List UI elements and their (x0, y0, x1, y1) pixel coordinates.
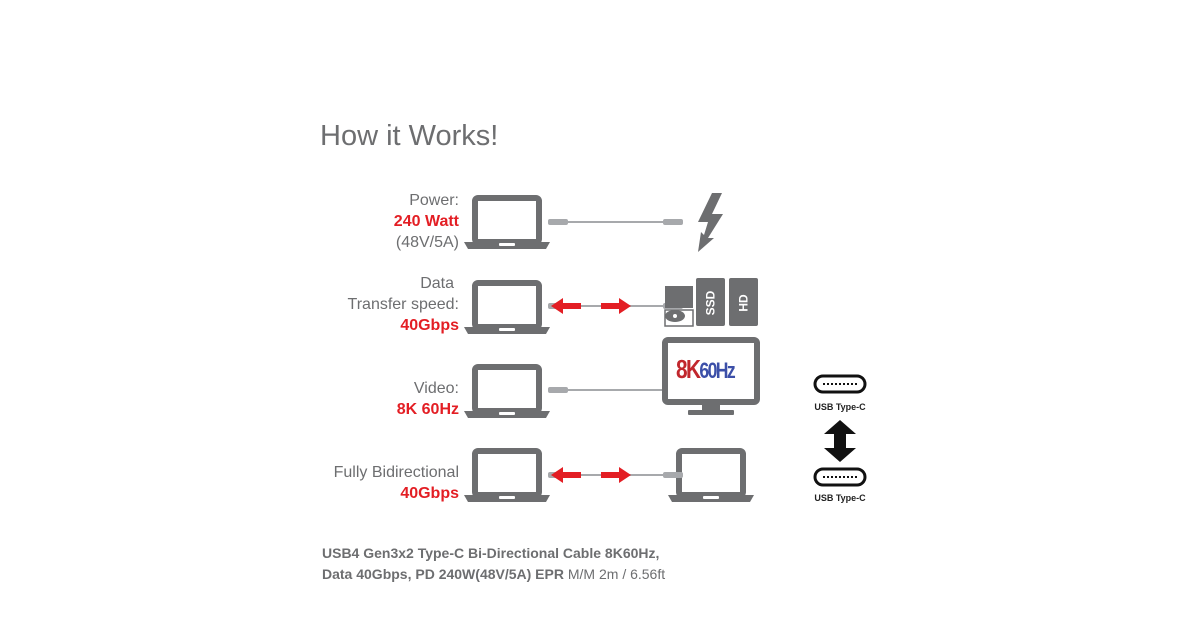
label-text: Data (420, 275, 454, 292)
laptop-icon (464, 283, 550, 334)
optical-drive-icon (664, 286, 694, 327)
usb-c-port-icon (813, 467, 867, 487)
video-label: Video: 8K 60Hz (397, 378, 459, 420)
ssd-icon (696, 278, 725, 326)
label-highlight: 40Gbps (400, 317, 459, 334)
60hz-text: 60Hz (699, 358, 735, 383)
label-text: Fully Bidirectional (333, 464, 459, 481)
usb-type-c-label-top: USB Type-C (814, 402, 866, 412)
lightning-icon (698, 193, 723, 252)
laptop-icon (464, 367, 550, 418)
description-thin: M/M 2m / 6.56ft (563, 566, 666, 582)
label-highlight: 40Gbps (400, 485, 459, 502)
bidirectional-label: Fully Bidirectional 40Gbps (334, 462, 459, 504)
power-label: Power: 240 Watt (48V/5A) (394, 190, 459, 253)
hd-label: HD (736, 294, 751, 312)
8k-text: 8K (676, 354, 701, 384)
monitor-resolution-text: 8K60Hz (676, 354, 736, 385)
monitor-icon (662, 337, 760, 415)
laptop-icon (464, 451, 550, 502)
label-highlight: 8K 60Hz (396, 401, 459, 418)
label-text: (48V/5A) (395, 234, 459, 251)
product-description: USB4 Gen3x2 Type-C Bi-Directional Cable … (322, 543, 665, 585)
label-text: Transfer speed: (347, 296, 459, 313)
data-label: Data Transfer speed: 40Gbps (348, 273, 459, 336)
page-title: How it Works! (320, 120, 499, 152)
usb-c-port-icon (813, 374, 867, 394)
label-text: Power: (409, 192, 459, 209)
laptop-icon (464, 198, 550, 249)
label-highlight: 240 Watt (393, 213, 459, 230)
cable-icon (548, 219, 683, 225)
usb-type-c-label-bottom: USB Type-C (814, 493, 866, 503)
ssd-label: SSD (703, 290, 718, 316)
label-text: Video: (413, 380, 459, 397)
hd-icon (729, 278, 758, 326)
description-bold: Data 40Gbps, PD 240W(48V/5A) EPR (322, 566, 564, 582)
double-arrow-icon (824, 420, 856, 462)
description-line: USB4 Gen3x2 Type-C Bi-Directional Cable … (322, 545, 660, 561)
